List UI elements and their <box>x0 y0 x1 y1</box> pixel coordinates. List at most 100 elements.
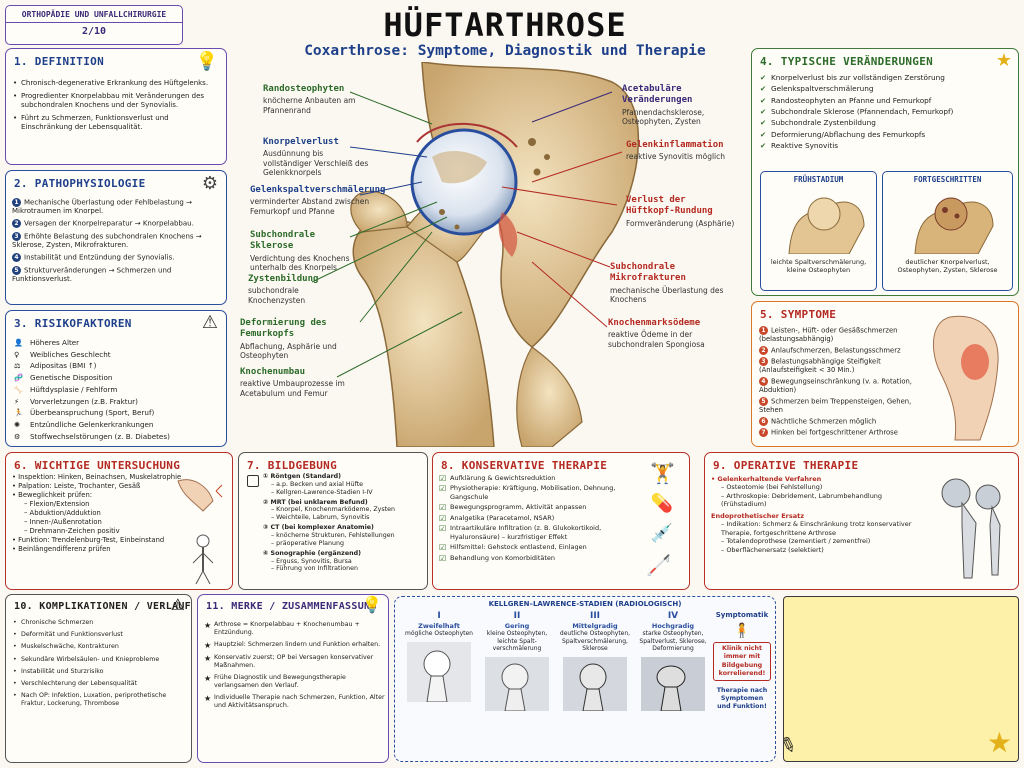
item-detail: – Knorpel, Knochenmarködeme, Zysten <box>271 506 396 514</box>
kl-symptomatik: Symptomatik 🧍 Klinik nicht immer mit Bil… <box>713 611 771 711</box>
list-item: Randosteophyten an Pfanne und Femurkopf <box>760 96 1015 106</box>
list-item: – Drehmann-Zeichen positiv <box>24 526 120 535</box>
list-item: • Inspektion: Hinken, Beinachsen, Muskel… <box>12 473 182 481</box>
list-item: 👤 Höheres Alter <box>14 338 224 347</box>
list-item-text: Hüftdysplasie / Fehlform <box>30 384 118 394</box>
label-heading: Gelenkinflammation <box>626 140 724 150</box>
operativ-title: 9. OPERATIVE THERAPIE <box>713 459 859 472</box>
list-item: • Funktion: Trendelenburg-Test, Einbeins… <box>12 535 165 544</box>
item-detail: – knöcherne Strukturen, Fehlstellungen <box>271 532 395 540</box>
definition-box: 1. DEFINITION 💡 Chronisch-degenerative E… <box>5 48 227 165</box>
label-heading: Randosteophyten <box>263 84 345 94</box>
untersuchung-list: • Inspektion: Hinken, Beinachsen, Muskel… <box>12 473 182 554</box>
warning-icon: ⚠ <box>170 595 185 614</box>
label-text: mechanische Überlastung des Knochens <box>610 285 724 304</box>
label-text: Pfannendachsklerose, Osteophyten, Zysten <box>622 107 705 126</box>
stage-text: mögliche Osteophyten <box>405 630 473 638</box>
label-heading: Subchondrale Sklerose <box>250 230 316 252</box>
operativ-box: 9. OPERATIVE THERAPIE • Gelenkerhaltende… <box>704 452 1019 590</box>
list-item: ⚙Stoffwechselstörungen (z. B. Diabetes) <box>14 432 224 441</box>
list-item-text: Mechanische Überlastung oder Fehlbelastu… <box>12 198 192 216</box>
list-item-text: Hinken bei fortgeschrittener Arthrose <box>771 428 898 437</box>
label-text: Formveränderung (Asphärie) <box>626 218 735 228</box>
list-item: • Beweglichkeit prüfen: <box>12 490 93 499</box>
list-item-text: Höheres Alter <box>30 338 80 347</box>
list-item: • Beinlängendifferenz prüfen <box>12 544 111 553</box>
list-item: Intraartikuläre Infiltration (z. B. Gluk… <box>439 524 637 541</box>
kl-title: KELLGREN–LAWRENCE-STADIEN (RADIOLOGISCH) <box>488 600 682 608</box>
item-heading: CT (bei komplexer Anatomie) <box>270 524 374 532</box>
risikofaktoren-list: 👤Höheres Alter ♀Weibliches Geschlecht ⚖A… <box>14 338 224 441</box>
symptomatik-title: Symptomatik <box>715 611 769 619</box>
list-item: ② MRT (bei unklarem Befund)– Knorpel, Kn… <box>263 499 426 523</box>
label-text: reaktive Umbauprozesse im Acetabulum und… <box>240 379 345 398</box>
list-item: Deformierung/Abflachung des Femurkopfs <box>760 130 1015 140</box>
item-detail: – a.p. Becken und axial Hüfte <box>271 480 364 488</box>
person-icon: 👤 <box>14 338 23 347</box>
examination-illustration <box>177 479 223 585</box>
person-icon: 🧍 <box>733 623 751 640</box>
list-item-text: Funktion: Trendelenburg-Test, Einbeinsta… <box>18 535 165 544</box>
list-item-text: Belastungsabhängige Steifigkeit (Anlaufs… <box>759 357 881 375</box>
list-item: Frühe Diagnostik und Bewegungstherapie v… <box>204 674 386 690</box>
item-heading: Röntgen (Standard) <box>270 473 342 480</box>
list-item: Behandlung von Komorbiditäten <box>439 554 637 565</box>
list-item: Muskelschwäche, Kontrakturen <box>12 643 188 651</box>
label-text: reaktive Synovitis möglich <box>626 152 726 162</box>
list-item: – Oberflächenersatz (selektiert) <box>721 545 824 554</box>
list-item: – Abduktion/Adduktion <box>24 508 101 517</box>
stage-number: II <box>513 611 521 621</box>
risikofaktoren-box: 3. RISIKOFAKTOREN ⚠ 👤Höheres Alter ♀Weib… <box>5 310 227 447</box>
stage-number: IV <box>667 611 679 621</box>
list-item-text: Weibliches Geschlecht <box>30 349 111 359</box>
stage-xray <box>563 656 627 712</box>
merke-list: Arthrose = Knorpelabbau + Knochenumbau +… <box>204 621 386 715</box>
item-heading: Sonographie (ergänzend) <box>270 549 361 557</box>
item-heading: MRT (bei unklarem Befund) <box>270 498 368 506</box>
list-item: Verschlechterung der Lebensqualität <box>12 680 188 688</box>
label-text: subchondrale Knochenzysten <box>248 286 306 305</box>
merke-box: 11. MERKE / ZUSAMMENFASSUNG 💡 Arthrose =… <box>197 594 389 763</box>
untersuchung-box: 6. WICHTIGE UNTERSUCHUNG • Inspektion: H… <box>5 452 233 590</box>
veraenderungen-box: 4. TYPISCHE VERÄNDERUNGEN ★ Knorpelverlu… <box>751 48 1019 296</box>
operativ-group-2: Endoprothetischer Ersatz <box>711 511 805 520</box>
list-item: – Indikation: Schmerz & Einschränkung tr… <box>721 520 912 537</box>
list-item: Subchondrale Zystenbildung <box>760 118 1015 128</box>
joint-space-line <box>416 122 518 148</box>
list-item-text: Entzündliche Gelenkerkrankungen <box>30 420 154 430</box>
list-item: Aufklärung & Gewichtsreduktion <box>439 474 637 485</box>
star-icon: ★ <box>995 50 1012 71</box>
konservativ-list: Aufklärung & Gewichtsreduktion Physiothe… <box>439 474 637 564</box>
female-icon: ♀ <box>14 349 20 359</box>
list-item: – Flexion/Extension <box>24 499 90 508</box>
list-item: Analgetika (Paracetamol, NSAR) <box>439 514 637 525</box>
dna-icon: 🧬 <box>14 373 23 383</box>
list-item-text: Anlaufschmerzen, Belastungsschmerz <box>771 346 901 355</box>
list-item: Hauptziel: Schmerzen lindern und Funktio… <box>204 641 386 652</box>
symptome-title: 5. SYMPTOME <box>760 308 837 321</box>
item-detail: – präoperative Planung <box>271 539 344 547</box>
stage-xray <box>485 656 549 712</box>
list-item: – Arthroskopie: Debridement, Labrumbehan… <box>721 491 883 509</box>
inflammation-icon: ✺ <box>14 420 21 430</box>
stage-xray <box>641 656 705 712</box>
bildgebung-list: ① Röntgen (Standard)– a.p. Becken und ax… <box>263 473 426 573</box>
label-heading: Knorpelverlust <box>263 137 339 147</box>
stage-text: starke Osteophyten, Spaltverlust, Sklero… <box>639 630 707 653</box>
label-text: Verdichtung des Knochens unterhalb des K… <box>250 253 350 272</box>
